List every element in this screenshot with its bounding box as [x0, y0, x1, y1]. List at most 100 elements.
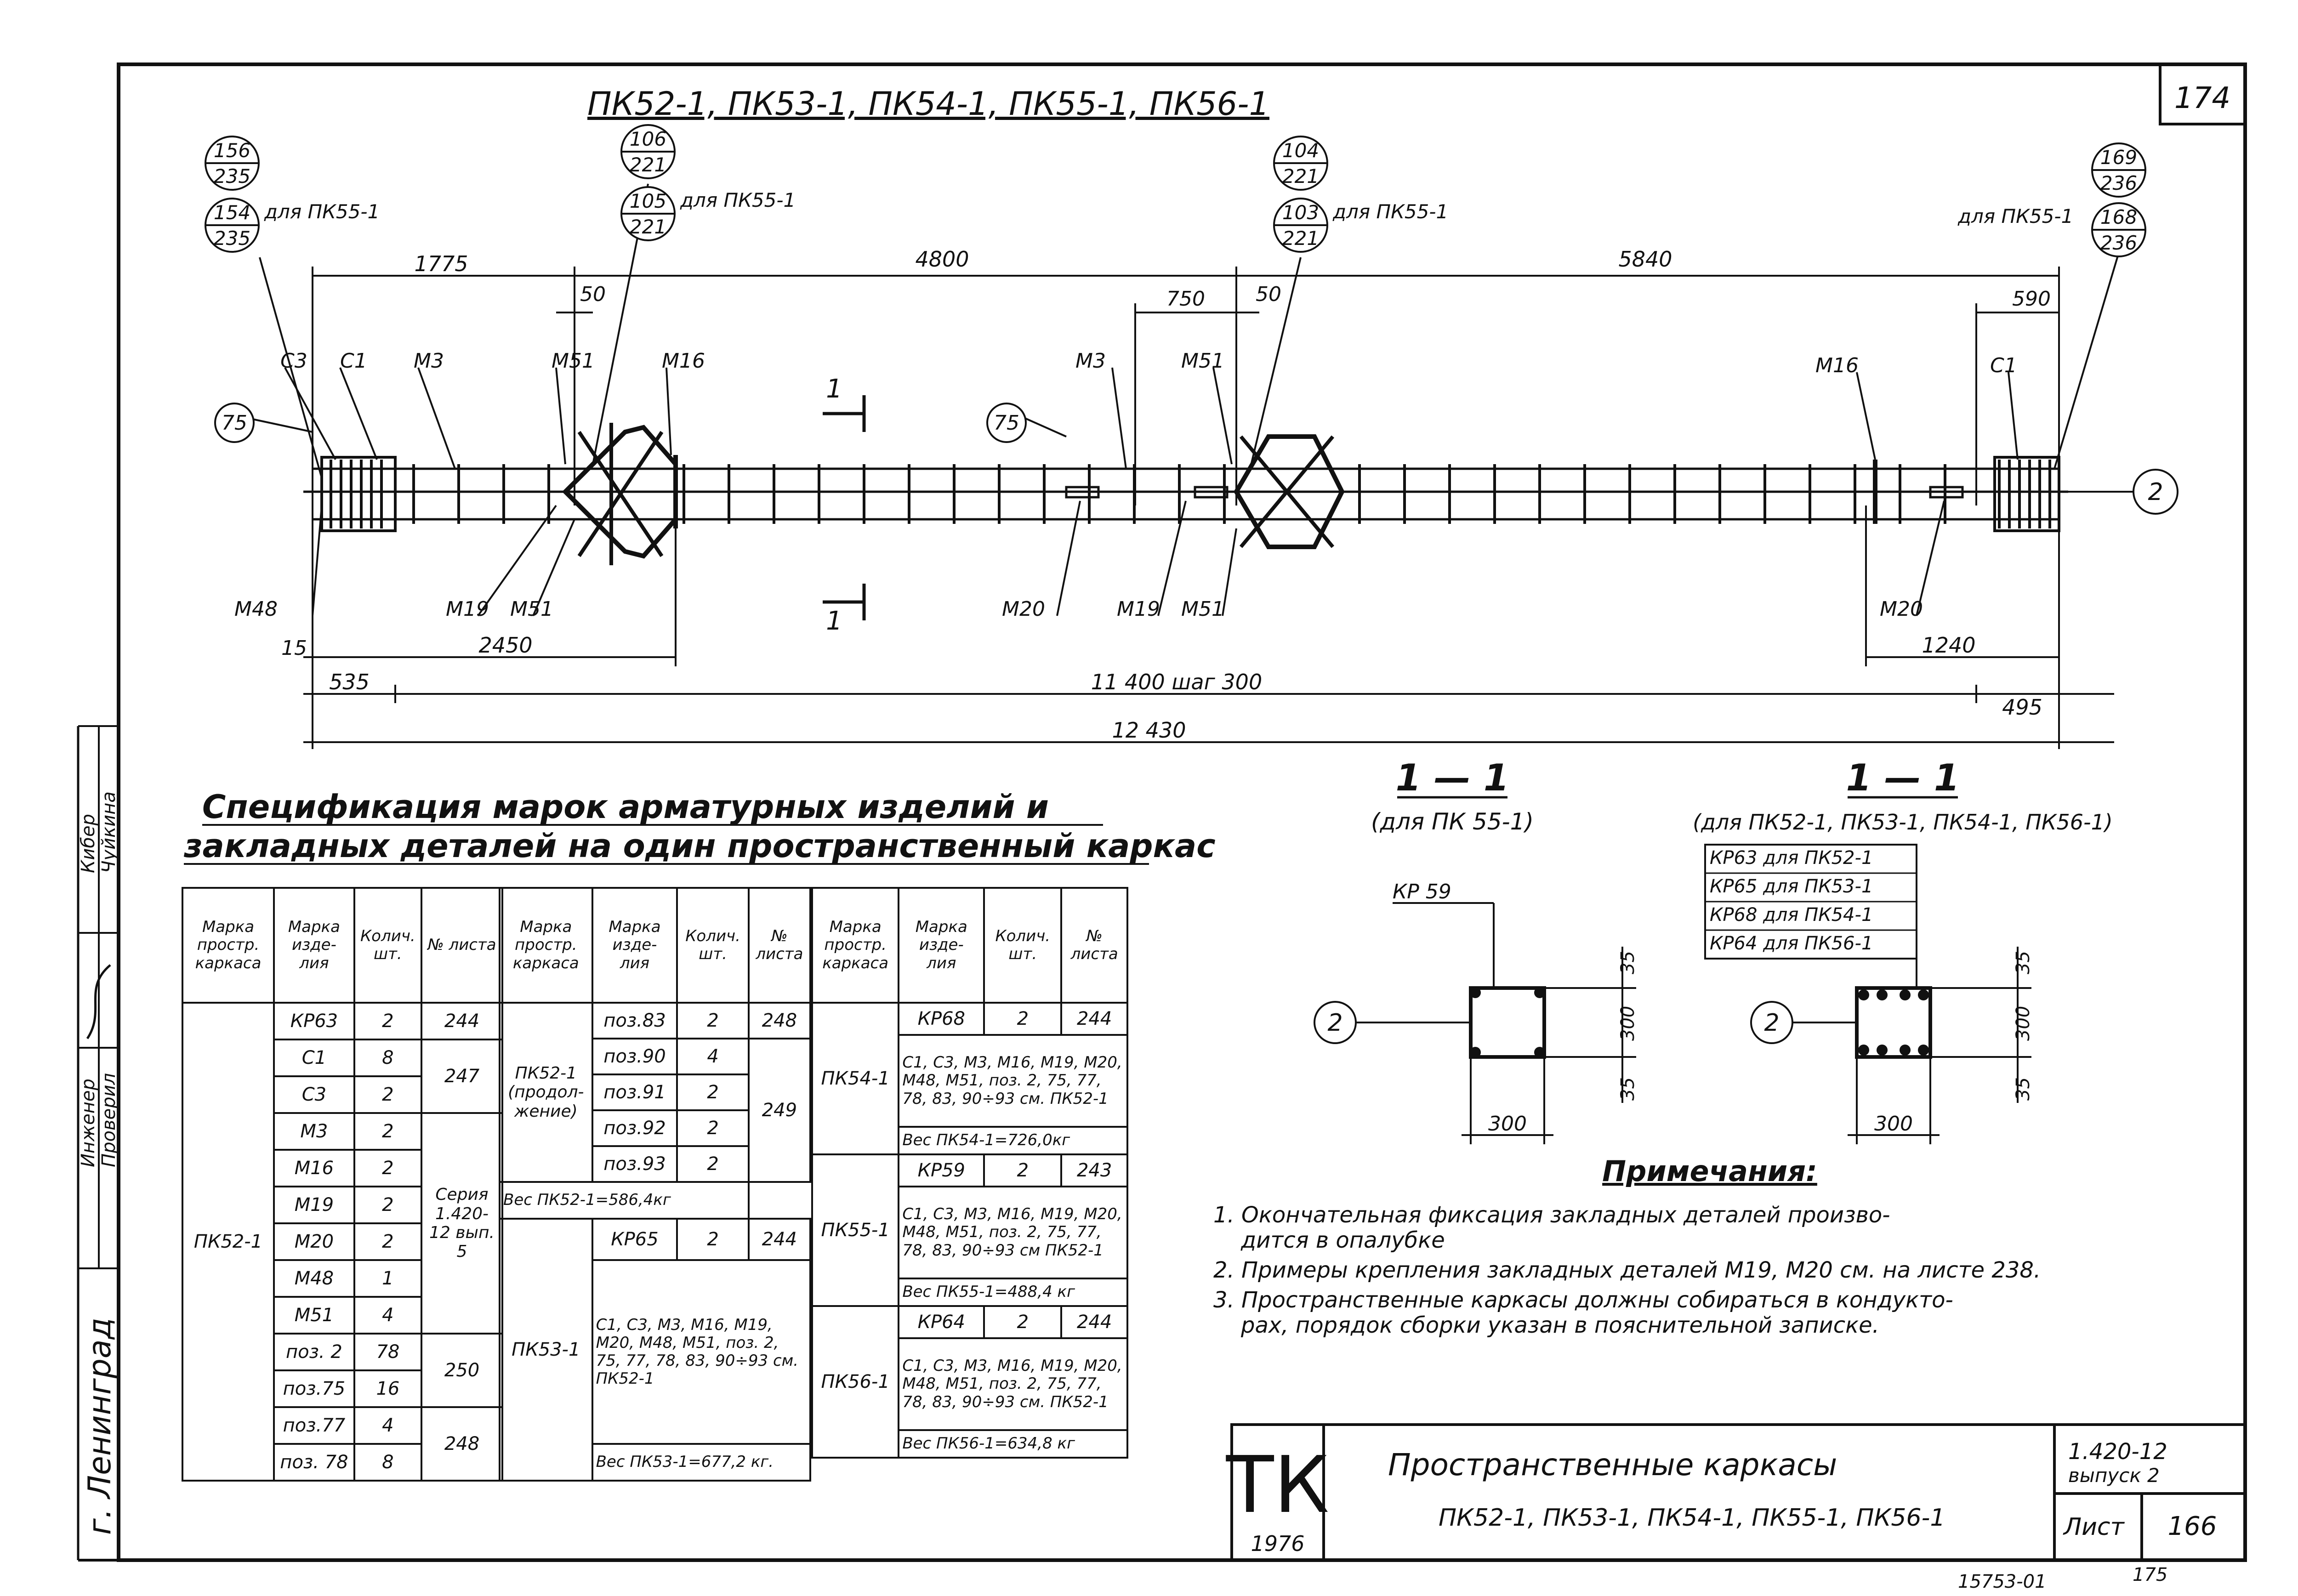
svg-text:221: 221 — [1282, 165, 1319, 187]
label-m51c: М51 — [510, 597, 553, 621]
side-name1: Кибер — [78, 814, 99, 873]
dim-50b: 50 — [1256, 283, 1281, 306]
dim-495: 495 — [2002, 695, 2042, 720]
svg-text:154: 154 — [214, 201, 250, 224]
label-m16b: М16 — [1815, 354, 1859, 377]
label-m19b: М19 — [1117, 597, 1160, 621]
section-cut-marks — [823, 395, 866, 620]
svg-text:2. Примеры крепления закладных: 2. Примеры крепления закладных деталей М… — [1213, 1257, 2041, 1283]
svg-text:для ПК55-1: для ПК55-1 — [1957, 205, 2073, 227]
svg-text:235: 235 — [214, 227, 250, 250]
section1-dim35b: 35 — [1617, 1077, 1638, 1101]
label-m51a: М51 — [552, 349, 595, 373]
bottom-number-right: 175 — [2133, 1564, 2167, 1585]
dim-750: 750 — [1166, 287, 1205, 311]
title-block-series: 1.420-12 — [2068, 1439, 2167, 1465]
svg-text:для ПК55-1: для ПК55-1 — [680, 189, 796, 211]
label-m16a: М16 — [662, 349, 705, 373]
dim-1775: 1775 — [414, 251, 468, 276]
section2-dim300v: 300 — [2013, 1006, 2034, 1041]
dim-1240: 1240 — [1922, 633, 1975, 658]
svg-text:КР64 для ПК56-1: КР64 для ПК56-1 — [1710, 933, 1873, 954]
section-mark-top: 1 — [826, 374, 842, 404]
title-block-name1: Пространственные каркасы — [1388, 1447, 1837, 1482]
svg-text:КР63 для ПК52-1: КР63 для ПК52-1 — [1710, 847, 1873, 869]
label-c1b: С1 — [1990, 354, 2017, 377]
section2-title: 1 — 1 — [1846, 756, 1959, 799]
title-block-year: 1976 — [1251, 1531, 1304, 1556]
section1-dim35a: 35 — [1617, 951, 1638, 974]
dim-2450: 2450 — [478, 633, 532, 658]
bottom-number-left: 15753-01 — [1958, 1571, 2047, 1592]
section1-shape — [1356, 902, 1636, 1144]
spec-title-line1: Спецификация марок арматурных изделий и — [202, 788, 1049, 826]
svg-text:для ПК55-1: для ПК55-1 — [1332, 200, 1448, 223]
section1-dim300: 300 — [1488, 1112, 1527, 1136]
section2-dim35a: 35 — [2013, 951, 2034, 974]
drawing-title: ПК52-1, ПК53-1, ПК54-1, ПК55-1, ПК56-1 — [587, 85, 1269, 123]
dim-12430: 12 430 — [1112, 718, 1186, 743]
label-m48: М48 — [234, 597, 278, 621]
section2-tags: КР63 для ПК52-1 КР65 для ПК53-1 КР68 для… — [1710, 847, 1873, 954]
notes-title: Примечания: — [1602, 1154, 1817, 1188]
callout-notes: для ПК55-1 для ПК55-1 для ПК55-1 для ПК5… — [264, 189, 2073, 227]
callout-circles — [205, 124, 2146, 257]
svg-text:103: 103 — [1282, 201, 1319, 224]
svg-text:для ПК55-1: для ПК55-1 — [264, 200, 380, 223]
label-m3a: М3 — [414, 349, 444, 373]
svg-text:1. Окончательная фиксация закл: 1. Окончательная фиксация закладных дета… — [1213, 1202, 1890, 1228]
th-qty: Колич. шт. — [353, 887, 422, 1004]
section2-axis: 2 — [1764, 1009, 1779, 1037]
svg-text:221: 221 — [630, 216, 666, 238]
section2-shape — [1704, 844, 2031, 1144]
pos-75a: 75 — [222, 411, 247, 435]
element-labels: С3 С1 М3 М51 М16 М3 М51 М16 С1 М48 М19 М… — [234, 349, 2017, 621]
svg-text:105: 105 — [630, 190, 666, 212]
section1-dim300v: 300 — [1617, 1006, 1638, 1041]
th-item: Марка изде- лия — [273, 887, 355, 1004]
axis-2-main: 2 — [2148, 478, 2163, 506]
section2-dim35b: 35 — [2013, 1077, 2034, 1101]
title-block-frame — [1230, 1423, 2247, 1562]
signature-mark — [86, 964, 111, 1039]
title-block-name2: ПК52-1, ПК53-1, ПК54-1, ПК55-1, ПК56-1 — [1439, 1504, 1945, 1532]
svg-text:235: 235 — [214, 165, 250, 187]
section1-title: 1 — 1 — [1395, 756, 1509, 799]
side-name2: Чуйкина — [98, 791, 119, 873]
side-role1: Инженер — [78, 1079, 99, 1167]
spec-title-line2: закладных деталей на один пространственн… — [183, 827, 1216, 865]
svg-text:168: 168 — [2100, 206, 2137, 228]
svg-text:КР68 для ПК54-1: КР68 для ПК54-1 — [1710, 904, 1873, 926]
th-frame: Марка простр. каркаса — [181, 887, 275, 1004]
label-c3: С3 — [280, 349, 307, 373]
label-m51b: М51 — [1181, 349, 1224, 373]
label-m3b: М3 — [1075, 349, 1106, 373]
svg-text:156: 156 — [214, 139, 250, 162]
dim-15: 15 — [281, 636, 307, 660]
pos-75b: 75 — [994, 411, 1019, 435]
svg-text:221: 221 — [630, 153, 666, 176]
svg-text:169: 169 — [2100, 146, 2137, 169]
svg-text:104: 104 — [1282, 139, 1319, 162]
label-m20b: М20 — [1880, 597, 1923, 621]
svg-text:рах, порядок сборки указан в п: рах, порядок сборки указан в пояснительн… — [1240, 1312, 1879, 1338]
callout-numbers: 156 235 154 235 106 221 105 221 104 221 … — [214, 128, 2137, 254]
section-mark-bottom: 1 — [826, 606, 842, 636]
label-c1a: С1 — [340, 349, 367, 373]
dim-535: 535 — [329, 670, 370, 694]
reinforcement-frame — [303, 423, 2068, 565]
th-sheet: № листа — [420, 887, 504, 1004]
dim-11400: 11 400 шаг 300 — [1091, 670, 1262, 694]
title-block-sheet-label: Лист — [2063, 1513, 2125, 1541]
dimension-lines — [303, 267, 2114, 749]
sheet-number-box — [2159, 63, 2247, 125]
svg-text:КР65 для ПК53-1: КР65 для ПК53-1 — [1710, 876, 1873, 897]
t1-frame: ПК52-1 — [181, 1002, 275, 1482]
section1-tag: КР 59 — [1393, 880, 1451, 903]
section2-dim300: 300 — [1874, 1112, 1913, 1136]
leader-lines — [248, 183, 2137, 617]
svg-text:221: 221 — [1282, 227, 1319, 250]
spec-table-2: Марка простр. каркаса Марка изде- лия Ко… — [499, 887, 812, 1482]
side-role2: Проверил — [98, 1073, 119, 1167]
